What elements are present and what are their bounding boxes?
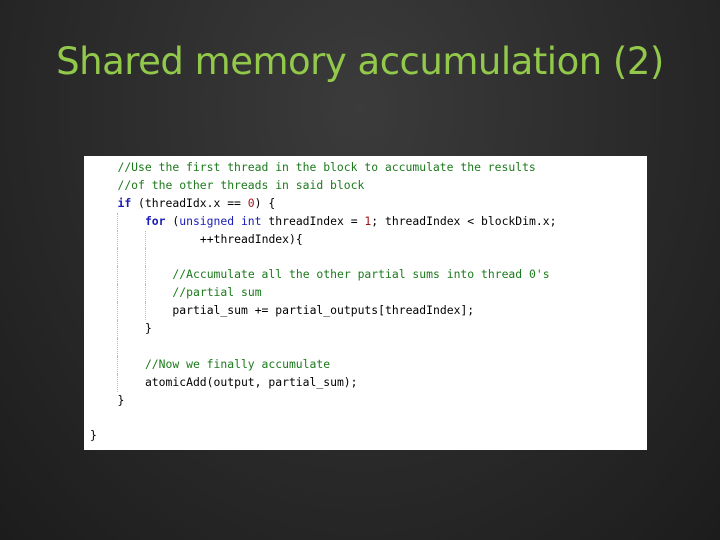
code-token-plain: atomicAdd(output, partial_sum); [144, 374, 358, 389]
code-token-op: < [467, 213, 475, 228]
code-token-number: 0 [247, 195, 255, 210]
code-token-plain: ) { [254, 195, 276, 210]
code-gutter [84, 156, 109, 450]
code-token-plain: } [144, 321, 152, 336]
code-token-op: == [227, 195, 241, 210]
code-token-plain: threadIndex [261, 213, 351, 228]
code-line: if (threadIdx.x == 0) { [90, 195, 556, 213]
code-line: //Use the first thread in the block to a… [90, 159, 556, 177]
code-line: for (unsigned int threadIndex = 1; threa… [90, 212, 557, 231]
code-line: ++threadIndex){ [90, 230, 556, 249]
code-token-comment: //Use the first thread in the block to a… [117, 160, 536, 174]
code-line: } [90, 392, 556, 410]
code-token-keyword: for [144, 213, 166, 228]
code-token-comment: //Accumulate all the other partial sums … [172, 267, 550, 282]
code-token-plain: partial_outputs[threadIndex]; [268, 303, 475, 318]
code-line: } [90, 320, 556, 338]
code-token-plain: ++threadIndex){ [199, 231, 303, 246]
code-line: } [90, 427, 556, 445]
code-token-comment: //Now we finally accumulate [144, 356, 331, 371]
code-line: partial_sum += partial_outputs[threadInd… [90, 302, 556, 321]
code-token-plain: partial_sum [172, 303, 255, 318]
code-token-plain: } [117, 392, 125, 407]
code-token-plain: } [90, 428, 97, 443]
code-line: //partial sum [90, 284, 556, 303]
code-token-comment: //partial sum [172, 285, 262, 300]
code-line [90, 248, 556, 267]
code-token-op: += [254, 303, 269, 318]
code-token-plain [241, 196, 248, 210]
code-line [90, 409, 556, 427]
code-token-plain: (threadIdx.x [131, 195, 228, 210]
code-line [90, 337, 556, 356]
code-line: //of the other threads in said block [90, 177, 556, 195]
code-token-comment: //of the other threads in said block [117, 177, 365, 192]
slide-title: Shared memory accumulation (2) [56, 40, 664, 83]
code-block: //Use the first thread in the block to a… [90, 159, 556, 445]
code-token-plain: ( [165, 213, 180, 228]
code-token-number: 1 [364, 213, 372, 228]
code-line: //Accumulate all the other partial sums … [90, 266, 556, 285]
code-line: //Now we finally accumulate [90, 355, 556, 374]
code-screenshot: //Use the first thread in the block to a… [84, 156, 647, 450]
code-line: atomicAdd(output, partial_sum); [90, 373, 556, 392]
code-token-plain: blockDim.x; [474, 213, 557, 228]
code-token-type: unsigned int [179, 213, 262, 228]
code-token-op: = [350, 213, 358, 228]
code-token-plain: ; threadIndex [371, 213, 468, 228]
code-token-keyword: if [117, 195, 132, 210]
